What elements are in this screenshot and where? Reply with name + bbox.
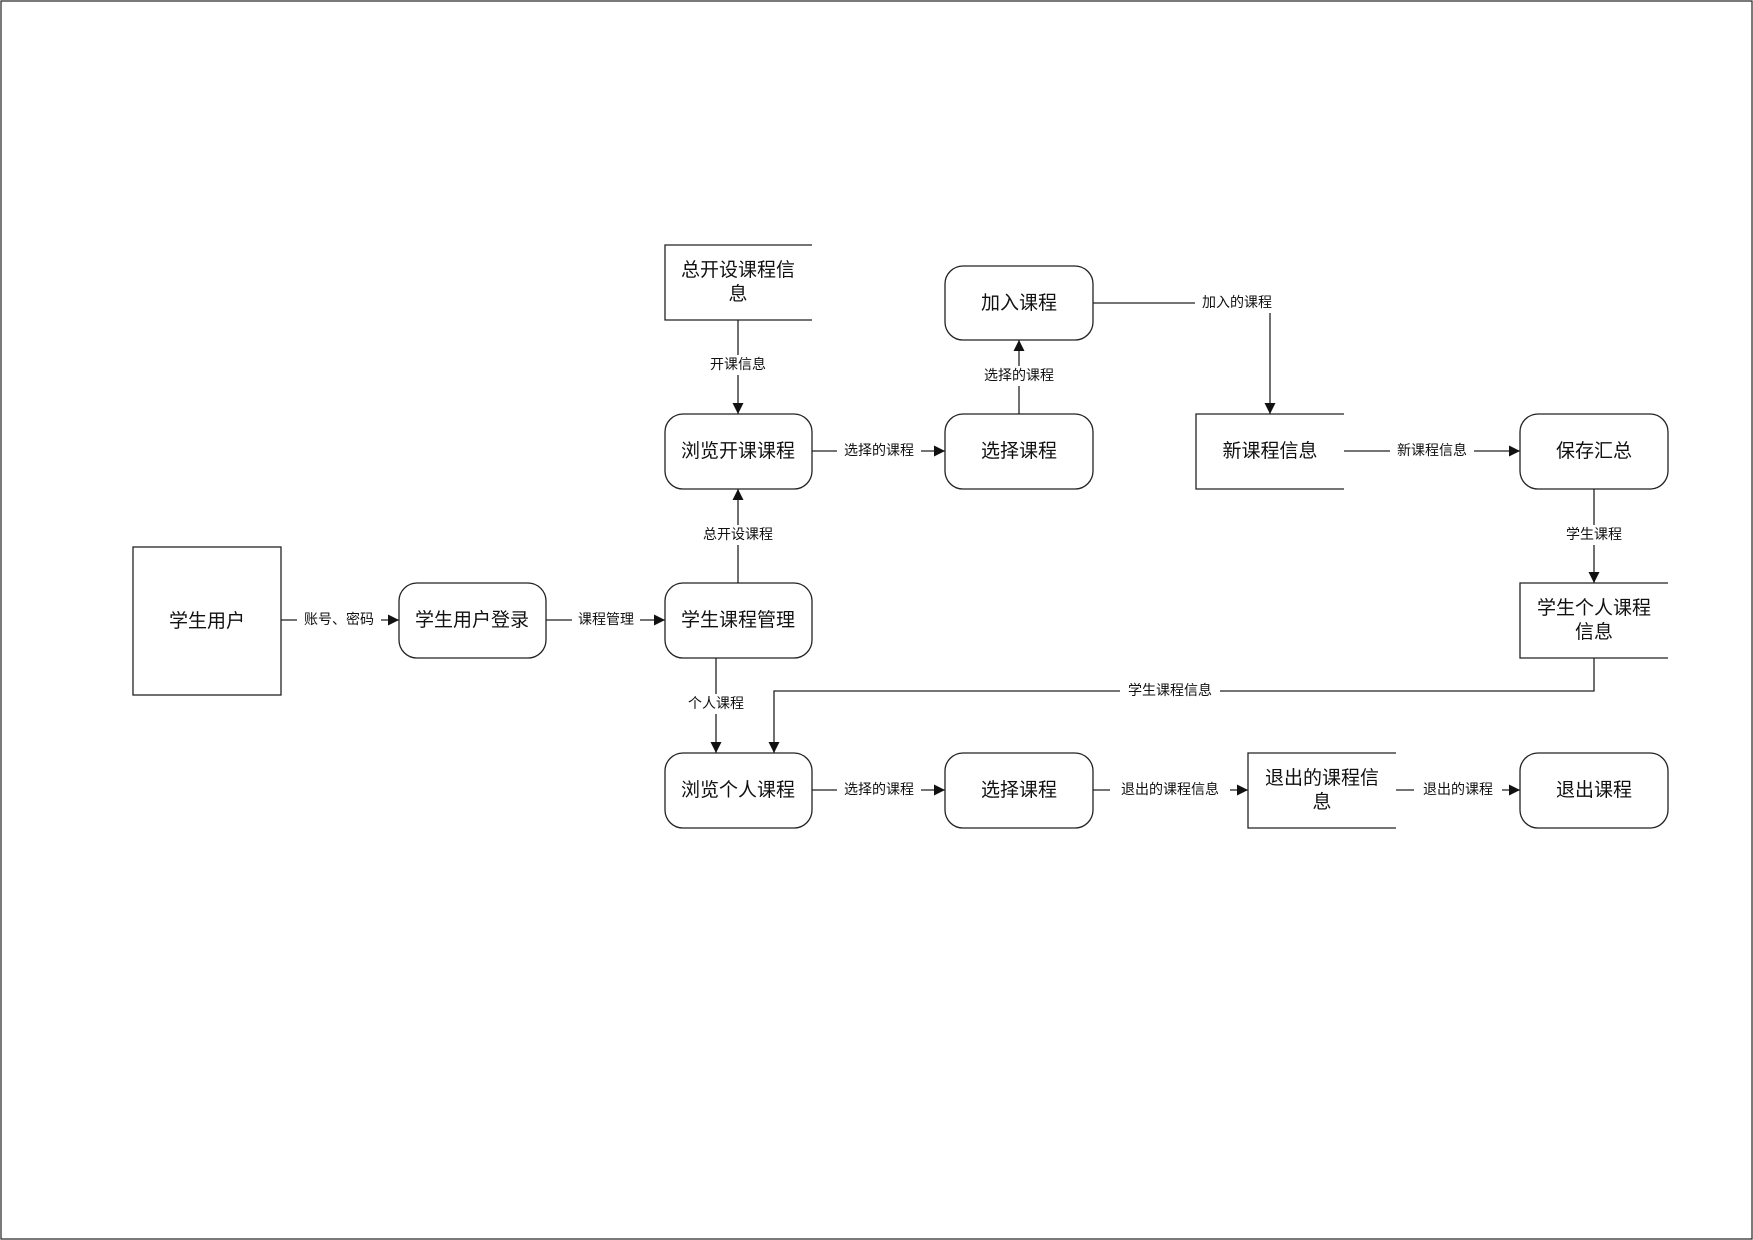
edge-label-account-password: 账号、密码 — [304, 611, 374, 628]
node-login: 学生用户登录 — [398, 582, 547, 659]
node-course-store-line2: 息 — [728, 283, 747, 305]
node-browse-personal: 浏览个人课程 — [664, 752, 813, 829]
node-join: 加入课程 — [944, 265, 1094, 341]
node-course-mgmt-label: 学生课程管理 — [681, 609, 795, 631]
node-login-label: 学生用户登录 — [415, 609, 529, 631]
edge-student-course-info — [768, 658, 1595, 753]
node-save: 保存汇总 — [1519, 413, 1669, 490]
edge-label-course-open-info: 开课信息 — [710, 356, 766, 373]
edges — [281, 302, 1600, 796]
node-select-bottom-label: 选择课程 — [981, 779, 1057, 801]
node-join-label: 加入课程 — [981, 292, 1057, 314]
node-select-top: 选择课程 — [944, 413, 1094, 490]
edge-label-student-course-info: 学生课程信息 — [1128, 682, 1212, 699]
node-new-info: 新课程信息 — [1195, 413, 1344, 490]
edge-label-all-courses: 总开设课程 — [703, 527, 773, 543]
edge-joined-course — [1093, 302, 1276, 414]
edge-label-selected-bottom: 选择的课程 — [844, 782, 914, 798]
node-browse-personal-label: 浏览个人课程 — [681, 779, 795, 801]
node-quit-label: 退出课程 — [1556, 779, 1632, 801]
edge-label-student-course: 学生课程 — [1566, 527, 1622, 543]
edge-label-personal-course: 个人课程 — [688, 696, 744, 712]
edge-label-new-course-info: 新课程信息 — [1397, 442, 1467, 459]
nodes: 学生用户 学生用户登录 学生课程管理 总开设课程信 息 浏览开课课程 选择课程 — [132, 244, 1669, 829]
node-browse-open-label: 浏览开课课程 — [681, 440, 795, 462]
node-course-mgmt: 学生课程管理 — [664, 582, 813, 659]
edge-label-joined-course: 加入的课程 — [1202, 295, 1272, 311]
node-course-store: 总开设课程信 息 — [664, 244, 812, 321]
node-quit: 退出课程 — [1519, 752, 1669, 829]
node-student-user: 学生用户 — [132, 546, 282, 696]
edge-label-quit-course: 退出的课程 — [1423, 782, 1493, 798]
node-new-info-label: 新课程信息 — [1222, 440, 1317, 462]
node-select-bottom: 选择课程 — [944, 752, 1094, 829]
edge-labels: 账号、密码 课程管理 总开设课程 开课信息 选择的课程 选择的课程 加入的课程 … — [297, 293, 1629, 800]
node-quit-store-line2: 息 — [1312, 791, 1331, 813]
node-personal-store: 学生个人课程 信息 — [1519, 582, 1668, 659]
edge-label-course-management: 课程管理 — [578, 612, 634, 628]
node-student-user-label: 学生用户 — [169, 610, 245, 632]
edge-label-quit-course-info: 退出的课程信息 — [1121, 781, 1219, 798]
node-save-label: 保存汇总 — [1556, 440, 1632, 462]
node-quit-store-line1: 退出的课程信 — [1265, 767, 1379, 789]
node-browse-open: 浏览开课课程 — [664, 413, 813, 490]
node-personal-store-line2: 信息 — [1575, 621, 1613, 643]
node-quit-store: 退出的课程信 息 — [1247, 752, 1396, 829]
node-select-top-label: 选择课程 — [981, 440, 1057, 462]
edge-label-selected-top: 选择的课程 — [844, 443, 914, 459]
edge-label-selected-join: 选择的课程 — [984, 368, 1054, 384]
node-course-store-line1: 总开设课程信 — [681, 259, 795, 281]
node-personal-store-line1: 学生个人课程 — [1537, 597, 1651, 619]
